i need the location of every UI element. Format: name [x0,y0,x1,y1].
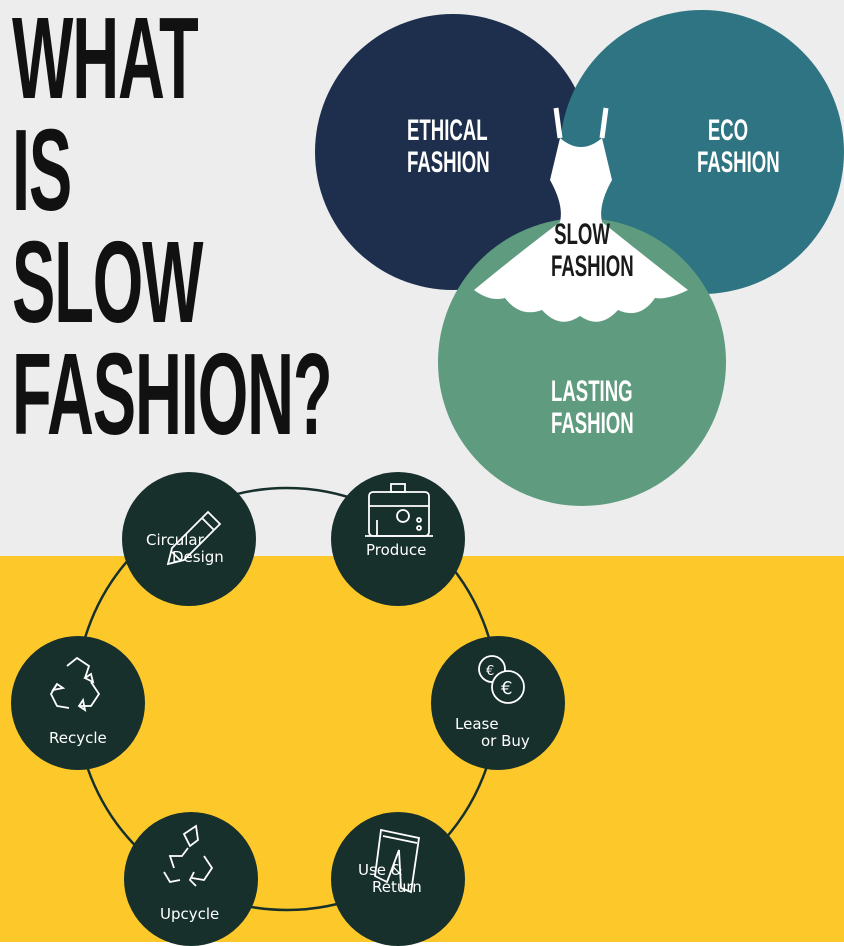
headline-line-1: WHAT [12,0,199,123]
node-use-return[interactable]: Use &Return [331,812,465,946]
ethical-fashion-circle [315,14,591,290]
svg-text:€: € [486,664,494,679]
headline-line-4: FASHION? [12,329,333,459]
eco-fashion-circle [560,10,844,294]
node-upcycle[interactable]: Upcycle [124,812,258,946]
node-recycle[interactable]: Recycle [11,636,145,770]
sewing-machine-icon [365,483,433,537]
euro-coins-icon: € € [478,655,525,704]
svg-text:€: € [501,678,512,699]
recycle-arrows-icon [49,656,101,712]
venn-diagram [315,10,844,506]
pencil-icon [166,510,222,566]
node-label-upcycle: Upcycle [160,905,220,923]
upcycle-arrows-icon [163,824,214,887]
headline-line-2: IS [12,105,72,235]
dress-icon [474,107,688,322]
headline-line-3: SLOW [12,217,203,347]
node-label-use-return: Use &Return [358,861,422,896]
node-produce[interactable]: Produce [331,472,465,606]
node-label-produce: Produce [366,541,427,559]
node-label-recycle: Recycle [49,729,107,747]
trousers-icon [374,828,421,894]
